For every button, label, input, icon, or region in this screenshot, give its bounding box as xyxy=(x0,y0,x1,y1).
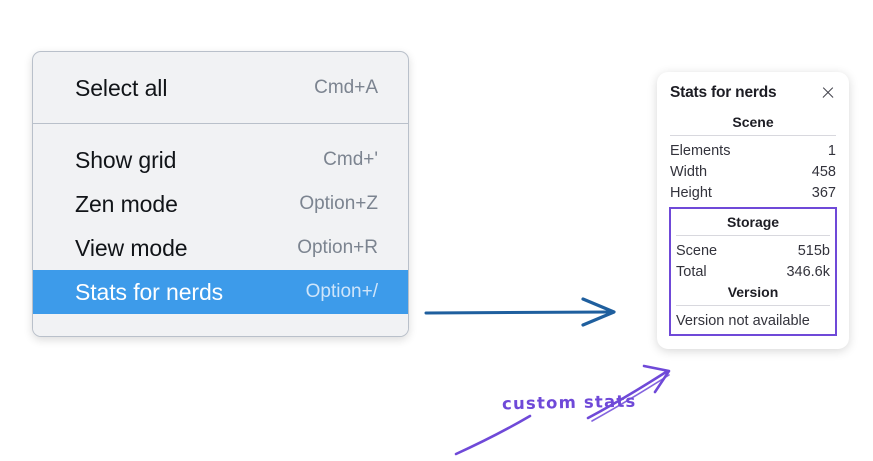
version-text: Version not available xyxy=(676,313,810,329)
scene-section-heading: Scene xyxy=(732,114,774,130)
menu-item-select-all[interactable]: Select all Cmd+A xyxy=(33,66,408,110)
stat-label: Scene xyxy=(676,242,718,259)
menu-footer xyxy=(33,314,408,336)
stat-value: 515b xyxy=(797,242,830,259)
stat-row: Total 346.6k xyxy=(676,261,830,282)
storage-section-heading: Storage xyxy=(726,214,780,230)
menu-item-label: Stats for nerds xyxy=(75,278,224,305)
blue-arrow-icon xyxy=(424,297,616,327)
menu-item-label: Select all xyxy=(75,74,168,101)
stat-value: 1 xyxy=(827,142,836,159)
custom-stats-highlight-box: Storage Scene 515b Total 346.6k Version … xyxy=(669,207,837,336)
custom-stats-annotation-arrow xyxy=(454,364,671,456)
context-menu: Select all Cmd+A Show grid Cmd+' Zen mod… xyxy=(32,51,409,337)
menu-item-label: Show grid xyxy=(75,146,177,173)
stat-row: Height 367 xyxy=(670,182,836,203)
menu-item-shortcut: Cmd+' xyxy=(323,149,378,170)
stat-value: 458 xyxy=(811,163,836,180)
stat-row: Elements 1 xyxy=(670,140,836,161)
menu-item-shortcut: Option+/ xyxy=(305,281,378,302)
panel-header: Stats for nerds xyxy=(670,84,836,102)
stat-value: 367 xyxy=(811,184,836,201)
menu-item-label: View mode xyxy=(75,234,188,261)
menu-item-shortcut: Option+Z xyxy=(299,193,378,214)
version-section-heading: Version xyxy=(727,284,779,300)
custom-stats-label: custom stats xyxy=(501,391,637,414)
stat-label: Width xyxy=(670,163,708,180)
menu-item-label: Zen mode xyxy=(75,190,178,217)
stat-row: Width 458 xyxy=(670,161,836,182)
stat-label: Total xyxy=(676,263,707,280)
panel-title: Stats for nerds xyxy=(670,84,777,101)
stat-label: Height xyxy=(670,184,712,201)
stat-label: Elements xyxy=(670,142,731,159)
menu-group-1: Select all Cmd+A xyxy=(33,52,408,124)
divider xyxy=(676,235,830,236)
menu-item-zen-mode[interactable]: Zen mode Option+Z xyxy=(33,182,408,226)
menu-group-2: Show grid Cmd+' Zen mode Option+Z View m… xyxy=(33,124,408,314)
stat-value: 346.6k xyxy=(786,263,830,280)
divider xyxy=(670,135,836,136)
menu-item-show-grid[interactable]: Show grid Cmd+' xyxy=(33,138,408,182)
stat-row: Scene 515b xyxy=(676,240,830,261)
menu-item-view-mode[interactable]: View mode Option+R xyxy=(33,226,408,270)
close-icon[interactable] xyxy=(820,85,836,101)
menu-item-stats-for-nerds[interactable]: Stats for nerds Option+/ xyxy=(33,270,408,314)
menu-item-shortcut: Option+R xyxy=(297,237,378,258)
stats-for-nerds-panel: Stats for nerds Scene Elements 1 Width 4… xyxy=(657,72,849,349)
divider xyxy=(676,305,830,306)
menu-item-shortcut: Cmd+A xyxy=(314,77,378,98)
